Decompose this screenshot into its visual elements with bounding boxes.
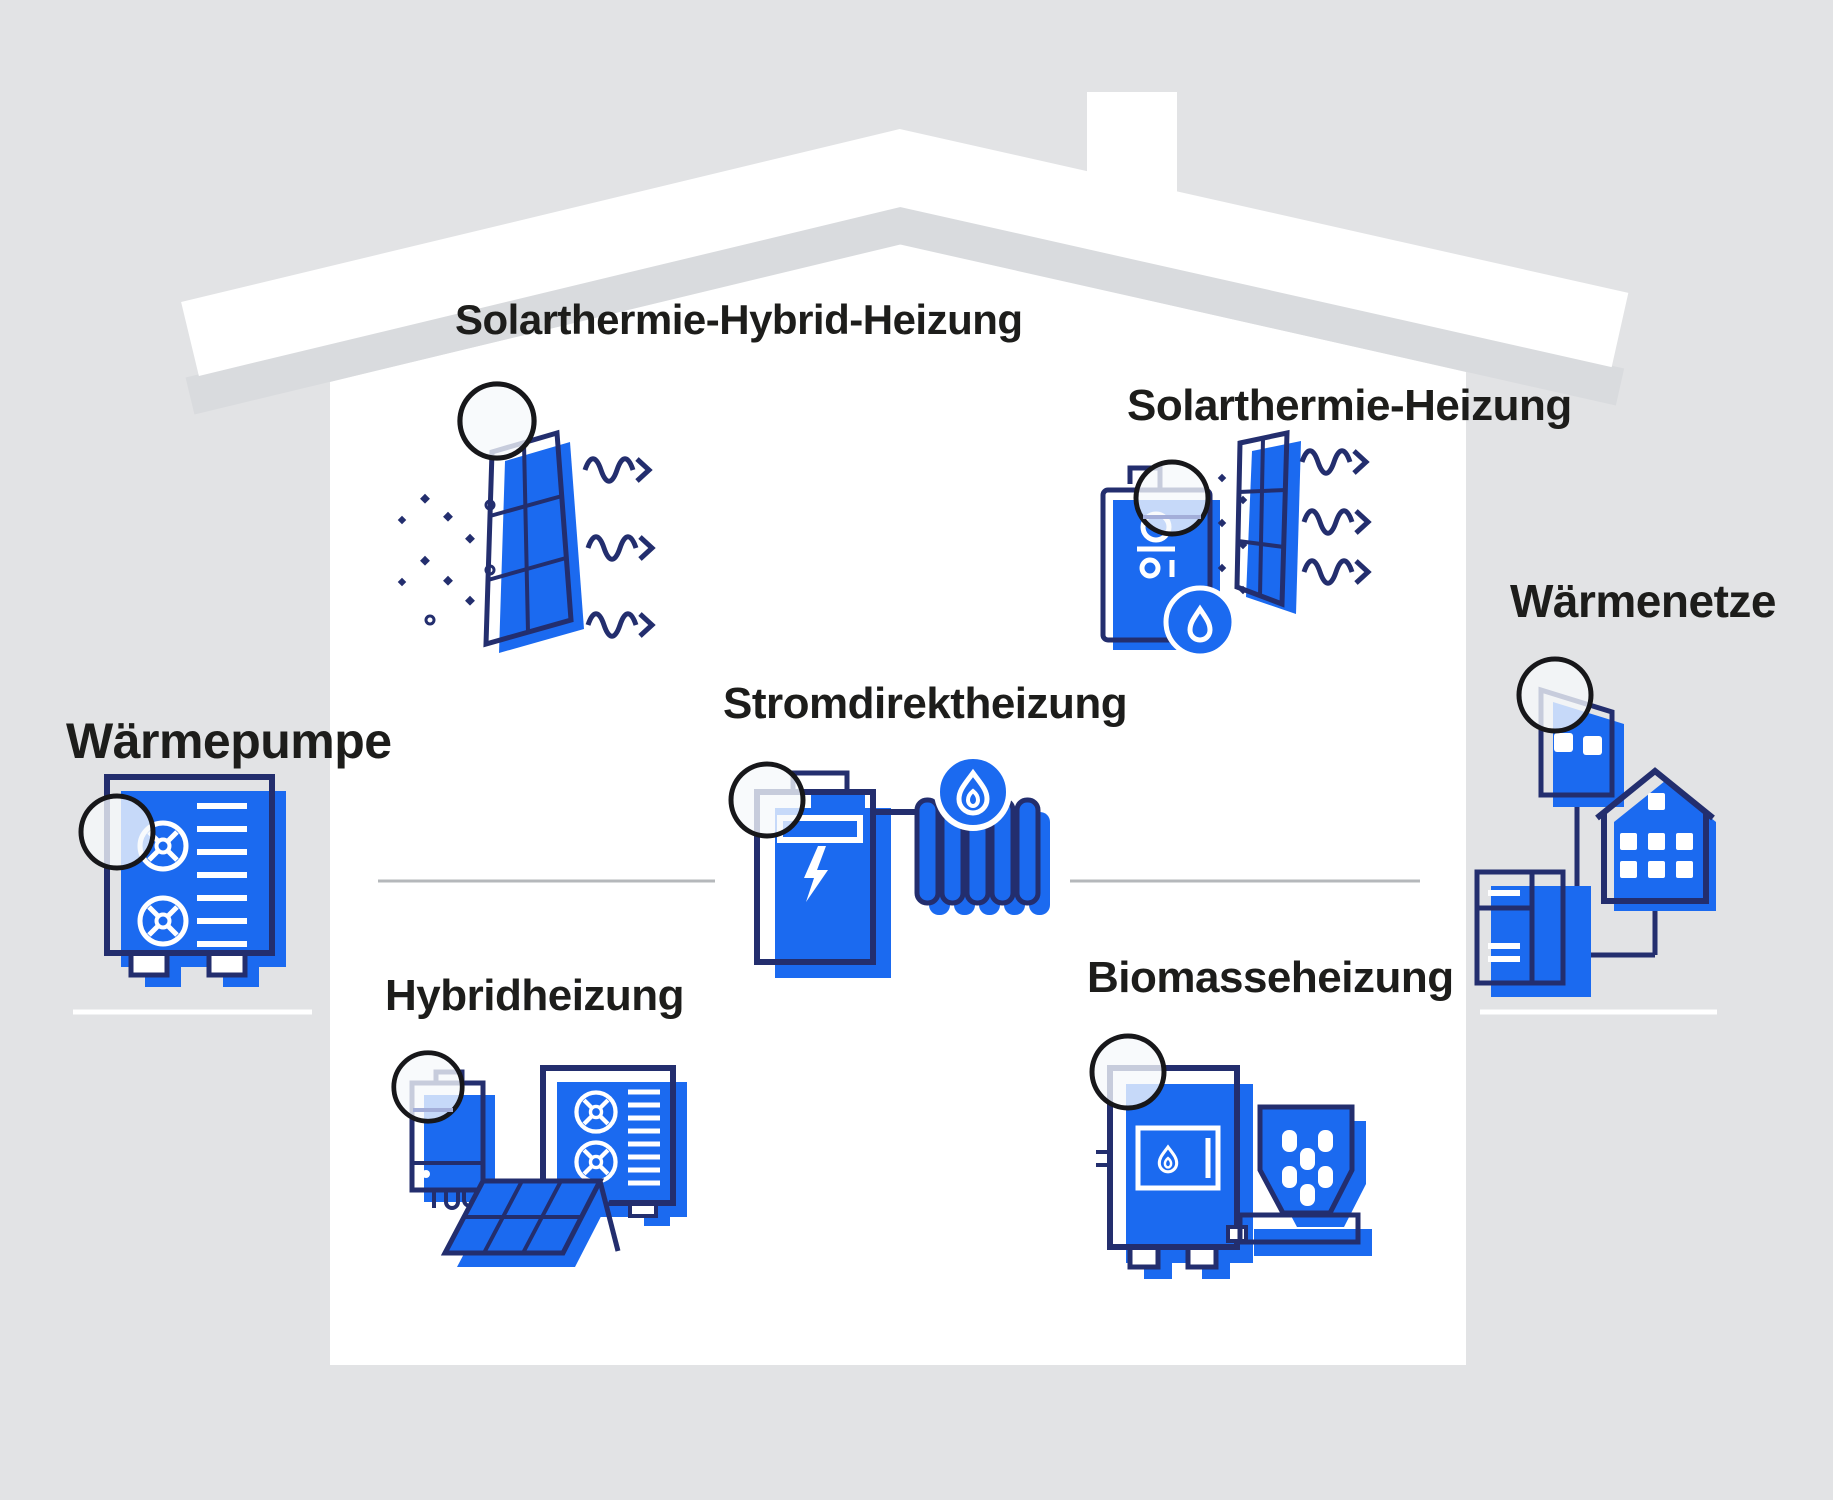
network-cabinet — [1474, 869, 1566, 986]
vent-lines — [628, 1089, 660, 1186]
substation-windows — [1554, 733, 1602, 755]
icon-waermepumpe — [81, 774, 286, 987]
icon-biomasse — [1092, 1036, 1372, 1279]
magnifier-icon[interactable] — [731, 764, 803, 836]
icon-solarthermie-hybrid — [397, 384, 652, 653]
icon-solarthermie — [1100, 429, 1368, 659]
water-drop-badge — [1163, 585, 1237, 659]
label-stromdirektheizung: Stromdirektheizung — [723, 679, 1128, 728]
cabinet-lines — [1488, 890, 1520, 962]
vent-lines — [197, 803, 247, 947]
magnifier-icon[interactable] — [1519, 659, 1591, 731]
flame-badge — [934, 753, 1012, 831]
label-hybridheizung: Hybridheizung — [385, 971, 685, 1020]
magnifier-icon[interactable] — [81, 796, 153, 868]
label-biomasseheizung: Biomasseheizung — [1087, 953, 1454, 1002]
label-waermepumpe: Wärmepumpe — [66, 713, 392, 769]
panel-grid — [1237, 437, 1287, 597]
magnifier-icon[interactable] — [460, 384, 534, 458]
air-rings — [424, 499, 496, 626]
pellets — [1282, 1130, 1333, 1206]
icon-stromdirekt — [731, 753, 1050, 978]
furnace-door — [1135, 1125, 1221, 1191]
panel-grid — [487, 442, 567, 633]
label-waermenetze: Wärmenetze — [1510, 575, 1776, 627]
magnifier-icon[interactable] — [1092, 1036, 1164, 1108]
label-solarthermie-heizung: Solarthermie-Heizung — [1127, 381, 1572, 430]
icon-hybrid — [394, 1053, 687, 1267]
icon-waermenetze — [1474, 659, 1716, 997]
lightning-icon — [804, 846, 828, 902]
house-windows — [1620, 793, 1693, 878]
magnifier-icon[interactable] — [1136, 462, 1208, 534]
label-solarthermie-hybrid-heizung: Solarthermie-Hybrid-Heizung — [455, 296, 1023, 343]
network-house — [1595, 767, 1715, 904]
roof-shadow-band — [185, 205, 1625, 415]
roof — [181, 128, 1629, 376]
panel-grid — [464, 1180, 582, 1254]
